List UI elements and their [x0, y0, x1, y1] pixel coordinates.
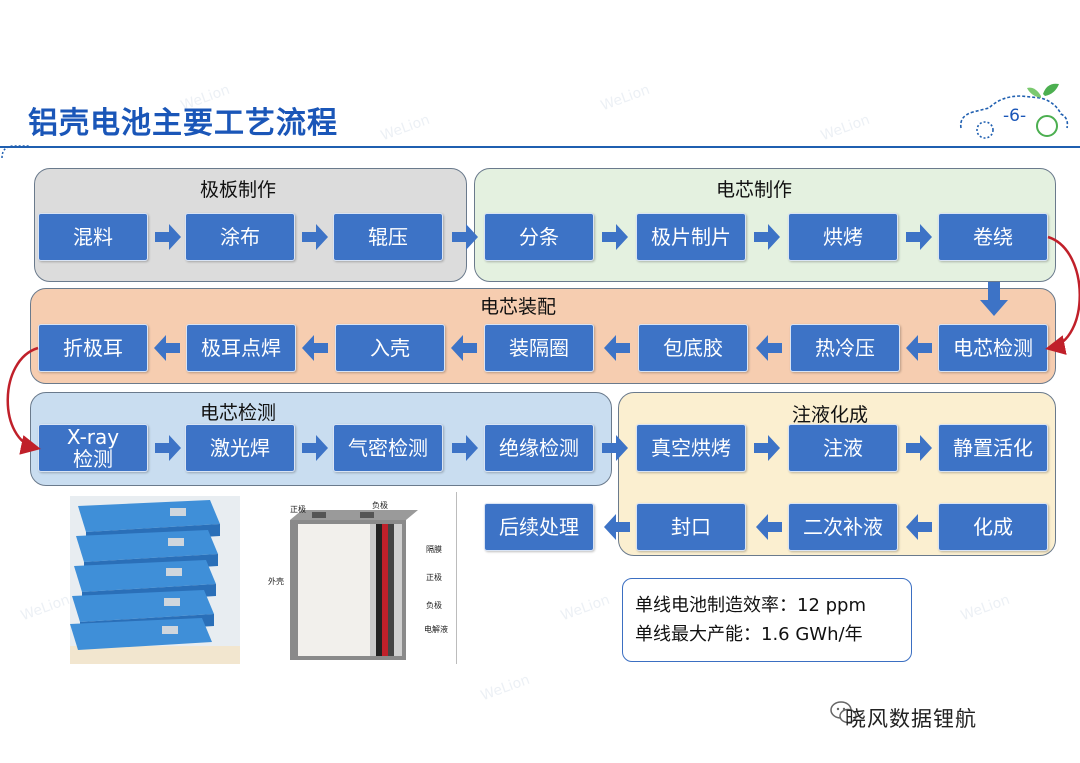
efficiency-text: 单线电池制造效率：12 ppm: [635, 595, 867, 616]
corner-dots-icon: [1, 145, 30, 159]
step-xray: X-ray检测: [38, 424, 148, 472]
header-divider: [0, 146, 1080, 148]
watermark: WeLion: [598, 81, 652, 115]
watermark: WeLion: [18, 591, 72, 625]
step-insulation-test: 绝缘检测: [484, 424, 594, 472]
step-tab-forming: 极片制片: [636, 213, 746, 261]
step-fold-tab: 折极耳: [38, 324, 148, 372]
watermark: WeLion: [818, 111, 872, 145]
watermark: WeLion: [378, 111, 432, 145]
panel-title-electrode: 极板制作: [200, 179, 277, 201]
watermark: WeLion: [478, 671, 532, 705]
image-divider: [456, 492, 457, 664]
step-bottom-glue: 包底胶: [638, 324, 748, 372]
footer-source: 晓风数据锂航: [845, 707, 977, 731]
label-electrolyte: 电解液: [424, 625, 448, 634]
step-mixing: 混料: [38, 213, 148, 261]
step-air-tightness: 气密检测: [333, 424, 443, 472]
step-rest-activation: 静置活化: [938, 424, 1048, 472]
panel-title-cell-make: 电芯制作: [716, 179, 793, 201]
step-formation: 化成: [938, 503, 1048, 551]
cell-cross-section-diagram: 正极 负极 隔膜 正极 负极 电解液 外壳: [268, 500, 448, 665]
car-logo-icon: [959, 83, 1069, 139]
step-sealing: 封口: [636, 503, 746, 551]
step-vacuum-bake: 真空烘烤: [636, 424, 746, 472]
watermark: WeLion: [958, 591, 1012, 625]
step-laser-weld: 激光焊: [185, 424, 295, 472]
step-rolling: 辊压: [333, 213, 443, 261]
step-tab-welding: 极耳点焊: [186, 324, 296, 372]
panel-title-injection: 注液化成: [792, 404, 869, 426]
watermark: WeLion: [558, 591, 612, 625]
battery-stack-photo: [70, 496, 240, 664]
capacity-text: 单线最大产能：1.6 GWh/年: [635, 624, 863, 645]
step-cell-inspection: 电芯检测: [938, 324, 1048, 372]
label-negative: 负极: [426, 601, 442, 610]
label-negative-top: 负极: [372, 501, 388, 510]
step-electrolyte-fill: 注液: [788, 424, 898, 472]
label-positive: 正极: [426, 573, 442, 582]
page-title: 铝壳电池主要工艺流程: [28, 106, 338, 141]
page-number: -6-: [1003, 106, 1027, 126]
step-coating: 涂布: [185, 213, 295, 261]
capacity-info-box: 单线电池制造效率：12 ppm 单线最大产能：1.6 GWh/年: [622, 578, 912, 662]
label-separator: 隔膜: [426, 545, 442, 554]
wechat-icon: [830, 701, 857, 724]
label-shell: 外壳: [268, 577, 284, 586]
panel-title-cell-assembly: 电芯装配: [480, 296, 557, 318]
step-winding: 卷绕: [938, 213, 1048, 261]
step-insulation-ring: 装隔圈: [484, 324, 594, 372]
step-hot-cold-press: 热冷压: [790, 324, 900, 372]
step-second-fill: 二次补液: [788, 503, 898, 551]
step-casing: 入壳: [335, 324, 445, 372]
step-baking: 烘烤: [788, 213, 898, 261]
panel-title-cell-test: 电芯检测: [200, 402, 277, 424]
label-positive-top: 正极: [290, 505, 306, 514]
step-post-process: 后续处理: [484, 503, 594, 551]
step-slitting: 分条: [484, 213, 594, 261]
